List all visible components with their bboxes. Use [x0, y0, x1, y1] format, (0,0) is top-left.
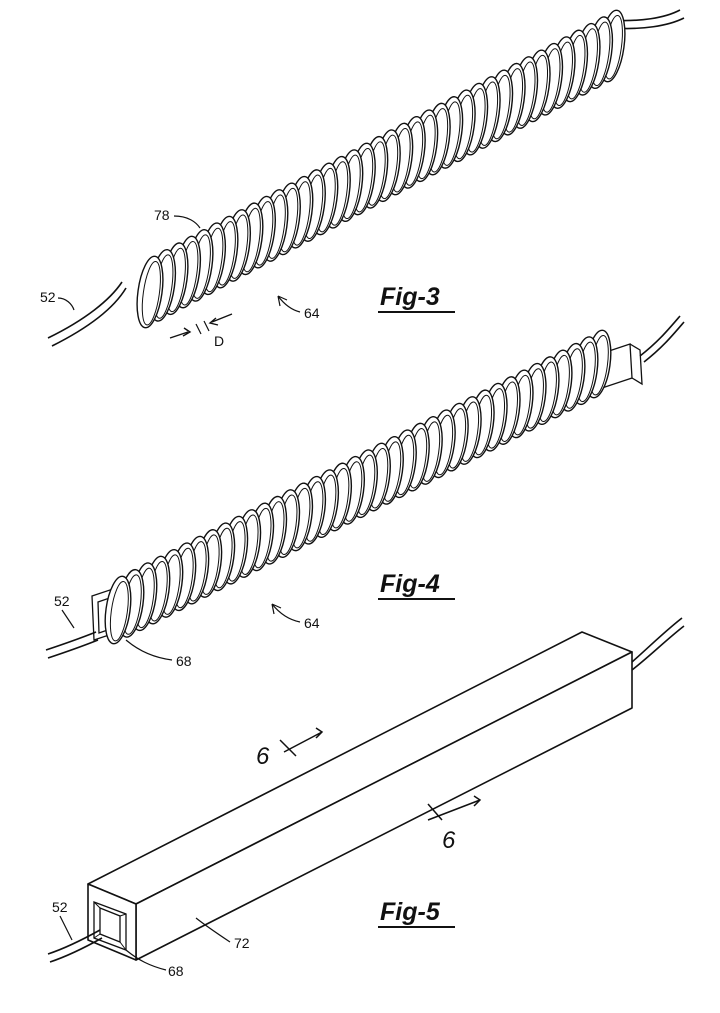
figure-title: Fig-3	[380, 283, 440, 311]
lead-wire-right	[640, 316, 684, 362]
ref-label-52: 52	[54, 593, 70, 609]
section-label-bottom: 6	[442, 827, 456, 854]
figure-4: 52 68 64 Fig-4	[46, 316, 684, 669]
lead-wire-left	[46, 632, 98, 658]
figure-title: Fig-4	[380, 570, 440, 598]
ref-label-78: 78	[154, 207, 170, 223]
ref-label-64: 64	[304, 615, 320, 631]
ref-label-68: 68	[168, 963, 184, 979]
section-label-top: 6	[256, 743, 270, 770]
dimension-label-d: D	[214, 333, 224, 349]
section-arrow-top	[280, 728, 322, 756]
dimension-arrow-right	[210, 314, 232, 325]
dimension-arrow-left	[170, 328, 190, 338]
figure-3: D 78 52 64 Fig-3	[40, 9, 684, 349]
lead-wire-left	[48, 282, 126, 346]
helical-coil	[133, 9, 629, 330]
ref-label-64: 64	[304, 305, 320, 321]
ref-label-52: 52	[52, 899, 68, 915]
figure-5: 6 6 52 68 72 Fig-5	[48, 618, 684, 979]
ref-label-52: 52	[40, 289, 56, 305]
figure-title: Fig-5	[380, 898, 441, 926]
lead-wire-right	[632, 618, 684, 670]
rectangular-body	[88, 632, 632, 960]
ref-label-72: 72	[234, 935, 250, 951]
helical-coil	[101, 329, 614, 646]
ref-label-68: 68	[176, 653, 192, 669]
